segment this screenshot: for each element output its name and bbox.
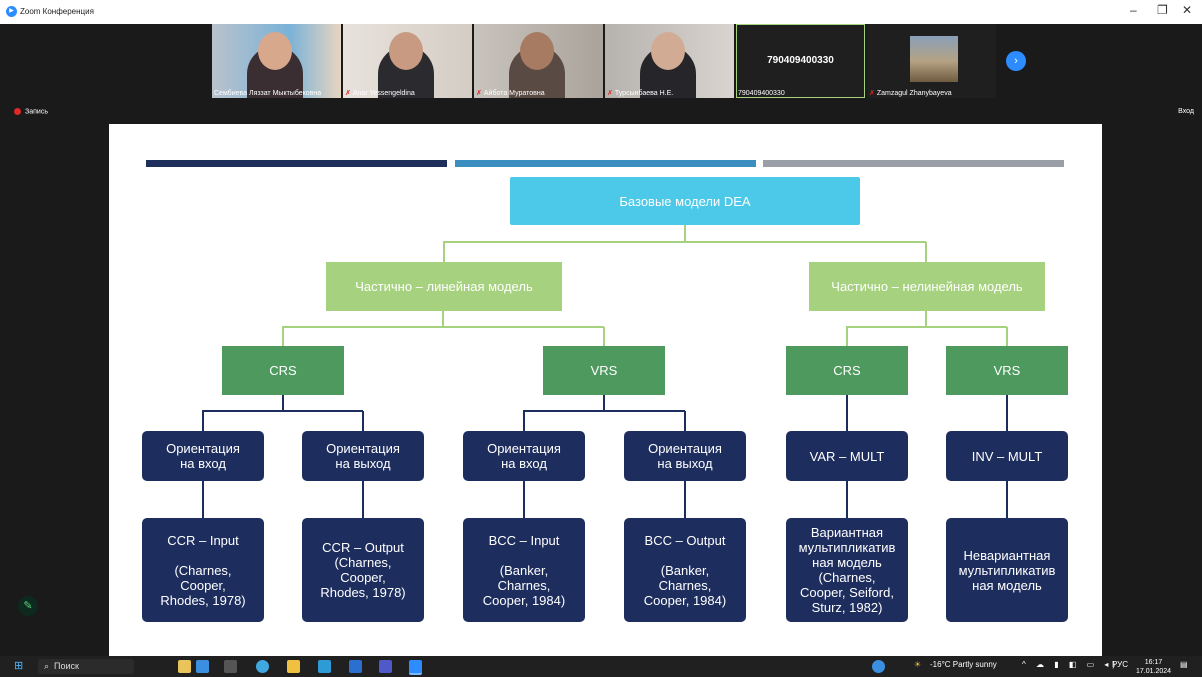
participant-tile[interactable]: ✗Турсынбаева Н.Е.: [605, 24, 734, 98]
slide-accent-bar-gray: [763, 160, 1064, 167]
slide-accent-bar-blue: [455, 160, 756, 167]
search-icon: ⌕: [44, 661, 50, 671]
word-icon[interactable]: [349, 660, 362, 673]
orientation-node: Ориентация на вход: [142, 431, 264, 481]
taskbar-clock[interactable]: 16:17 17.01.2024: [1136, 658, 1171, 676]
teams-icon[interactable]: [379, 660, 392, 673]
window-title: Zoom Конференция: [20, 7, 94, 16]
zoom-taskbar-icon[interactable]: [409, 660, 422, 675]
shared-slide: Базовые модели DEA Частично – линейная м…: [109, 124, 1102, 656]
weather-icon: ☀: [914, 660, 922, 669]
windows-start-icon[interactable]: ⊞: [14, 660, 24, 672]
participant-face: [651, 32, 685, 70]
participant-name: ✗Турсынбаева Н.Е.: [607, 90, 674, 97]
participant-name: Сембиева Ляззат Мыктыбековна: [214, 90, 322, 97]
zoom-logo-icon: ▶: [6, 6, 17, 17]
restore-button[interactable]: ❐: [1157, 3, 1168, 17]
task-view-icon[interactable]: [224, 660, 237, 673]
recording-indicator[interactable]: Запись: [14, 108, 48, 115]
clock-date: 17.01.2024: [1136, 668, 1172, 675]
root-node-dea: Базовые модели DEA: [510, 177, 860, 225]
orientation-node: Ориентация на выход: [302, 431, 424, 481]
connector-lines: [202, 225, 1008, 518]
participant-face: [520, 32, 554, 70]
copilot-icon[interactable]: [872, 660, 885, 673]
windows-taskbar: ⊞ ⌕Поиск ☀ -16°C Partly sunny ^ ☁ ▮ ◧ ▭ …: [0, 656, 1202, 677]
group-node-vrs: VRS: [946, 346, 1068, 395]
branch-node-nonlinear: Частично – нелинейная модель: [809, 262, 1045, 311]
model-node-bcc-input: BCC – Input (Banker, Charnes, Cooper, 19…: [463, 518, 585, 622]
slide-accent-bar-navy: [146, 160, 447, 167]
title-bar: ▶ Zoom Конференция – ❐ ✕: [0, 0, 1202, 24]
system-tray-icons[interactable]: ^ ☁ ▮ ◧ ▭ ◂): [1022, 660, 1120, 669]
orientation-node: INV – MULT: [946, 431, 1068, 481]
participant-name: ✗Zamzagul Zhanybayeva: [869, 90, 952, 97]
participant-name: ✗Айбота Муратовна: [476, 90, 545, 97]
minimize-button[interactable]: –: [1130, 3, 1137, 17]
model-node-ccr-output: CCR – Output (Charnes, Cooper, Rhodes, 1…: [302, 518, 424, 622]
group-node-crs: CRS: [222, 346, 344, 395]
language-indicator[interactable]: РУС: [1112, 660, 1129, 669]
participant-face: [389, 32, 423, 70]
edge-browser-icon[interactable]: [256, 660, 269, 673]
enter-button[interactable]: Вход: [1178, 108, 1194, 115]
participant-tile[interactable]: ✗Zamzagul Zhanybayeva: [867, 24, 996, 98]
participant-tile[interactable]: Сембиева Ляззат Мыктыбековна: [212, 24, 341, 98]
model-node-ccr-input: CCR – Input (Charnes, Cooper, Rhodes, 19…: [142, 518, 264, 622]
annotate-pencil-icon[interactable]: ✎: [18, 596, 38, 616]
participant-avatar-photo: [910, 36, 958, 82]
model-node-inv-mult: Невариантная мультипликатив ная модель: [946, 518, 1068, 622]
muted-mic-icon: ✗: [476, 90, 482, 97]
store-icon[interactable]: [318, 660, 331, 673]
group-node-crs: CRS: [786, 346, 908, 395]
file-explorer-icon[interactable]: [287, 660, 300, 673]
participant-tile[interactable]: ✗Anar Yessengeldina: [343, 24, 472, 98]
record-dot-icon: [14, 108, 21, 115]
participant-tile-active[interactable]: 790409400330 790409400330: [736, 24, 865, 98]
next-page-arrow-icon[interactable]: ›: [1006, 51, 1026, 71]
group-node-vrs: VRS: [543, 346, 665, 395]
close-button[interactable]: ✕: [1182, 3, 1193, 17]
muted-mic-icon: ✗: [607, 90, 613, 97]
participant-tile[interactable]: ✗Айбота Муратовна: [474, 24, 603, 98]
model-node-bcc-output: BCC – Output (Banker, Charnes, Cooper, 1…: [624, 518, 746, 622]
participant-name: ✗Anar Yessengeldina: [345, 90, 415, 97]
meeting-stage: Сембиева Ляззат Мыктыбековна ✗Anar Yesse…: [0, 24, 1202, 656]
participant-center-label: 790409400330: [767, 55, 834, 66]
model-node-var-mult: Вариантная мультипликатив ная модель (Ch…: [786, 518, 908, 622]
notifications-icon[interactable]: ▤: [1180, 660, 1188, 669]
clock-time: 16:17: [1144, 659, 1163, 666]
orientation-node: VAR – MULT: [786, 431, 908, 481]
widgets-icon[interactable]: [178, 660, 191, 673]
participant-face: [258, 32, 292, 70]
muted-mic-icon: ✗: [869, 90, 875, 97]
weather-text[interactable]: -16°C Partly sunny: [930, 660, 997, 669]
orientation-node: Ориентация на вход: [463, 431, 585, 481]
branch-node-linear: Частично – линейная модель: [326, 262, 562, 311]
orientation-node: Ориентация на выход: [624, 431, 746, 481]
taskbar-search-input[interactable]: ⌕Поиск: [38, 659, 134, 674]
app-icon[interactable]: [196, 660, 209, 673]
muted-mic-icon: ✗: [345, 90, 351, 97]
participant-name: 790409400330: [738, 90, 785, 97]
